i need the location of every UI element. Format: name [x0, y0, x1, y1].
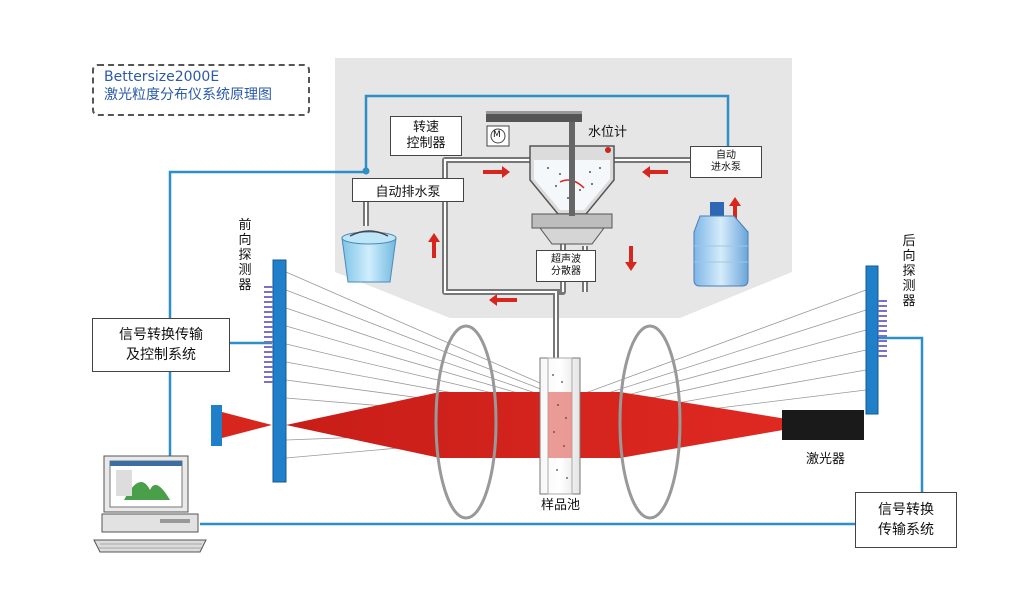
motor-icon [486, 125, 510, 147]
ultrasonic-label: 超声波 分散器 [551, 254, 581, 277]
computer-icon [93, 455, 207, 553]
flow-arrows [428, 166, 741, 306]
drain-bucket [341, 230, 397, 283]
wire-junction [362, 167, 370, 175]
signal-control-label: 信号转换传输 及控制系统 [119, 327, 203, 363]
auto-drain-pump-label: 自动排水泵 [375, 184, 441, 200]
diagram-title-text: 激光粒度分布仪系统原理图 [104, 87, 272, 103]
diagram-title-box: Bettersize2000E 激光粒度分布仪系统原理图 [92, 64, 310, 116]
reference-emitter [211, 405, 222, 446]
lens-left [434, 324, 498, 520]
stirring-tank [486, 111, 615, 229]
front-detector-graphic [264, 259, 287, 483]
auto-inlet-pump-label: 自动 进水泵 [711, 150, 741, 173]
laser-label: 激光器 [806, 452, 846, 467]
sample-cell-label: 样品池 [541, 498, 581, 513]
speed-controller-box: 转速 控制器 [390, 116, 462, 156]
sample-cell-graphic [539, 357, 581, 495]
water-level-label: 水位计 [588, 125, 628, 140]
ultrasonic-box: 超声波 分散器 [536, 250, 596, 282]
signal-transmit-box: 信号转换 传输系统 [855, 492, 957, 548]
motor-label: M [493, 130, 501, 140]
rear-detector-label: 后向探测器 [902, 234, 916, 309]
water-bottle [693, 202, 749, 287]
ultrasonic-funnel [539, 227, 605, 245]
laser-device [782, 410, 864, 440]
laser-cone-left [222, 412, 272, 438]
signal-transmit-label: 信号转换 传输系统 [878, 502, 934, 538]
speed-controller-label: 转速 控制器 [406, 120, 446, 151]
signal-wires [168, 94, 924, 526]
auto-drain-pump-box: 自动排水泵 [352, 178, 464, 202]
diagram-title-model: Bettersize2000E [104, 69, 220, 85]
rear-detector-graphic [865, 265, 887, 415]
auto-inlet-pump-box: 自动 进水泵 [690, 146, 762, 178]
lens-right [618, 324, 682, 520]
front-detector-label: 前向探测器 [238, 218, 252, 293]
signal-control-box: 信号转换传输 及控制系统 [92, 318, 230, 372]
